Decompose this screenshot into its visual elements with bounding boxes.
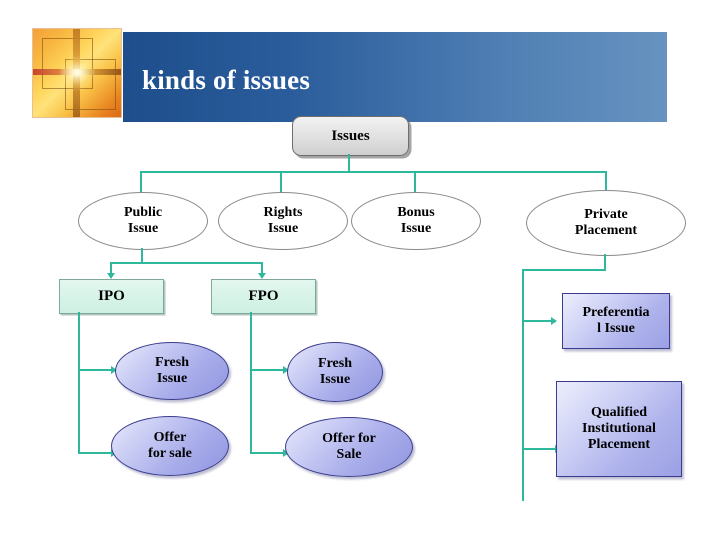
node-fpo[interactable]: FPO bbox=[211, 279, 316, 314]
node-rights-issue-line2: Issue bbox=[267, 221, 299, 236]
connector-private-spine bbox=[522, 269, 524, 501]
node-issues-label: Issues bbox=[331, 127, 370, 144]
node-fpo-offer-for-sale-line2: Sale bbox=[336, 447, 362, 462]
node-fpo-offer-for-sale[interactable]: Offer for Sale bbox=[285, 417, 413, 477]
connector-fpo-spine bbox=[250, 312, 252, 453]
connector-ipo-offer bbox=[78, 452, 112, 454]
node-ipo-label: IPO bbox=[98, 288, 125, 305]
connector-ipo-spine bbox=[78, 312, 80, 453]
arrowhead-ipo bbox=[107, 273, 115, 279]
connector-ipo-fresh bbox=[78, 369, 112, 371]
node-fpo-label: FPO bbox=[248, 288, 279, 305]
node-ipo-offer-for-sale-line2: for sale bbox=[148, 446, 192, 461]
page-title: kinds of issues bbox=[142, 65, 311, 95]
connector-fpo-fresh bbox=[250, 369, 284, 371]
node-rights-issue-line1: Rights bbox=[263, 205, 303, 221]
connector-private-stem bbox=[604, 254, 606, 270]
connector-root-bar bbox=[140, 171, 606, 173]
node-preferential-issue[interactable]: Preferentia l Issue bbox=[562, 293, 670, 349]
node-public-issue[interactable]: Public Issue bbox=[78, 192, 208, 250]
node-private-placement-line1: Private bbox=[584, 207, 628, 223]
node-bonus-issue-line1: Bonus bbox=[397, 205, 435, 221]
arrowhead-fpo-fresh bbox=[283, 366, 289, 374]
node-preferential-issue-line2: l Issue bbox=[597, 321, 635, 336]
node-bonus-issue[interactable]: Bonus Issue bbox=[351, 192, 481, 250]
node-public-issue-line1: Public bbox=[123, 205, 163, 221]
node-preferential-issue-line1: Preferentia bbox=[582, 305, 650, 321]
node-fpo-fresh-issue[interactable]: Fresh Issue bbox=[287, 342, 383, 402]
node-issues[interactable]: Issues bbox=[292, 116, 409, 156]
connector-private-pref bbox=[522, 320, 552, 322]
node-fpo-fresh-issue-line1: Fresh bbox=[318, 356, 352, 372]
node-fpo-offer-for-sale-line1: Offer for bbox=[322, 431, 376, 447]
title-banner bbox=[123, 32, 667, 122]
arrowhead-private-pref bbox=[551, 317, 557, 325]
connector-drop-private bbox=[605, 171, 607, 197]
connector-drop-rights bbox=[280, 171, 282, 197]
node-ipo-offer-for-sale-line1: Offer bbox=[153, 430, 187, 446]
node-private-placement-line2: Placement bbox=[574, 223, 638, 238]
logo-center-glow bbox=[59, 55, 95, 91]
arrowhead-ipo-fresh bbox=[111, 366, 117, 374]
connector-drop-bonus bbox=[414, 171, 416, 197]
node-ipo-fresh-issue[interactable]: Fresh Issue bbox=[115, 342, 229, 400]
node-ipo-offer-for-sale[interactable]: Offer for sale bbox=[111, 416, 229, 476]
node-qualified-institutional-placement[interactable]: Qualified Institutional Placement bbox=[556, 381, 682, 477]
node-qip-line3: Placement bbox=[587, 436, 651, 452]
node-public-issue-line2: Issue bbox=[127, 221, 159, 236]
connector-ipo-fpo-bar bbox=[110, 262, 262, 264]
node-qip-line1: Qualified bbox=[590, 405, 647, 421]
node-rights-issue[interactable]: Rights Issue bbox=[218, 192, 348, 250]
sunburst-cross-logo-icon bbox=[33, 29, 121, 117]
node-private-placement[interactable]: Private Placement bbox=[526, 190, 686, 256]
connector-fpo-offer bbox=[250, 452, 284, 454]
node-ipo-fresh-issue-line2: Issue bbox=[156, 371, 188, 386]
arrowhead-fpo bbox=[258, 273, 266, 279]
connector-root-stem bbox=[348, 154, 350, 172]
node-qip-line2: Institutional bbox=[582, 421, 656, 437]
connector-drop-public bbox=[140, 171, 142, 197]
node-bonus-issue-line2: Issue bbox=[400, 221, 432, 236]
node-ipo[interactable]: IPO bbox=[59, 279, 164, 314]
node-ipo-fresh-issue-line1: Fresh bbox=[155, 355, 189, 371]
connector-drop-fpo bbox=[261, 262, 263, 274]
connector-private-jog bbox=[522, 269, 606, 271]
node-fpo-fresh-issue-line2: Issue bbox=[319, 372, 351, 387]
connector-public-stem bbox=[141, 248, 143, 263]
connector-drop-ipo bbox=[110, 262, 112, 274]
connector-private-qip bbox=[522, 448, 556, 450]
